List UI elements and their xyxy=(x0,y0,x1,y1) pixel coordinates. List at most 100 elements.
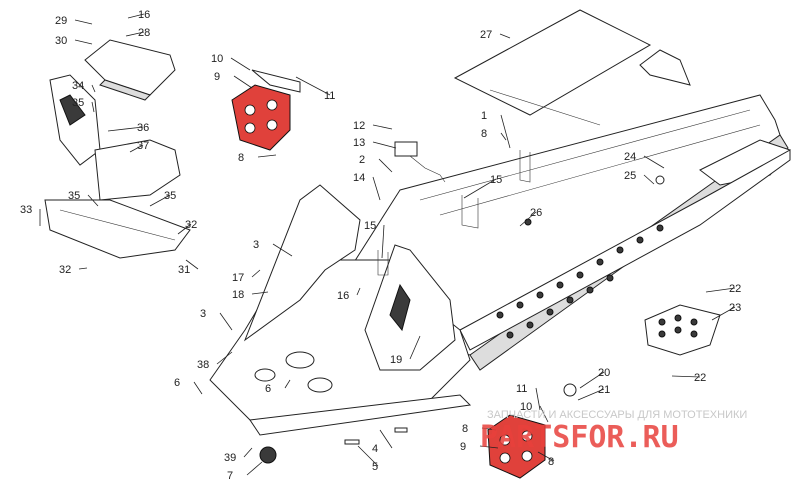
callout-c26: 26 xyxy=(519,207,542,227)
callout-leader xyxy=(251,269,261,278)
callout-c10b: 10 xyxy=(520,401,549,423)
callout-number: 32 xyxy=(185,219,197,231)
callout-c10a: 10 xyxy=(211,53,251,71)
callout-leader xyxy=(372,124,393,130)
callout-number: 33 xyxy=(20,204,32,216)
running-board xyxy=(459,149,791,351)
callout-number: 10 xyxy=(520,401,532,413)
electrical-module-13 xyxy=(394,141,446,183)
callout-c24: 24 xyxy=(624,151,665,169)
callout-number: 22 xyxy=(729,283,741,295)
callout-leader xyxy=(577,388,605,401)
callout-leader xyxy=(185,259,199,270)
callout-number: 8 xyxy=(548,456,554,468)
callout-leader xyxy=(125,31,145,37)
heat-shield-lower-9 xyxy=(487,414,546,479)
callout-number: 6 xyxy=(174,377,180,389)
callout-number: 28 xyxy=(138,27,150,39)
callout-number: 34 xyxy=(72,80,84,92)
callout-leader xyxy=(107,126,144,132)
callout-c20: 20 xyxy=(579,367,610,389)
u-bolt-15 xyxy=(377,150,531,276)
callout-leader xyxy=(357,445,379,467)
bulkhead-plate-31 xyxy=(44,199,191,259)
callout-number: 35 xyxy=(72,97,84,109)
callout-number: 37 xyxy=(137,140,149,152)
callout-number: 14 xyxy=(353,172,365,184)
callout-c12: 12 xyxy=(353,120,393,132)
callout-leader xyxy=(284,379,291,389)
callout-c28: 28 xyxy=(125,27,150,39)
callout-leader xyxy=(372,141,397,149)
callout-leader xyxy=(243,447,253,458)
callout-number: 23 xyxy=(729,302,741,314)
callout-c22a: 22 xyxy=(705,283,741,295)
callout-leader xyxy=(233,75,253,89)
callout-number: 6 xyxy=(265,383,271,395)
callout-c4: 4 xyxy=(372,429,393,455)
callout-leader xyxy=(479,445,499,449)
callout-leader xyxy=(463,178,497,199)
callout-c11b: 11 xyxy=(516,383,541,411)
callout-c9a: 9 xyxy=(214,71,253,89)
callout-c6a: 6 xyxy=(174,377,203,395)
callout-number: 26 xyxy=(530,207,542,219)
callout-leader xyxy=(356,287,361,296)
callout-number: 27 xyxy=(480,29,492,41)
callout-c5: 5 xyxy=(357,445,379,473)
callout-leader xyxy=(539,405,549,423)
callout-number: 2 xyxy=(359,154,365,166)
callout-leader xyxy=(579,371,605,389)
callout-number: 32 xyxy=(59,264,71,276)
callout-leader xyxy=(257,154,277,158)
callout-number: 9 xyxy=(460,441,466,453)
callout-c29: 29 xyxy=(55,15,93,27)
rear-step-plate-23 xyxy=(644,304,721,356)
callout-c14: 14 xyxy=(353,172,381,201)
callout-leader xyxy=(74,19,93,25)
callout-leader xyxy=(219,312,233,331)
callout-leader xyxy=(481,427,497,431)
callout-c23: 23 xyxy=(711,302,741,321)
callout-leader xyxy=(499,33,511,39)
callout-c22b: 22 xyxy=(671,372,706,384)
callout-c33: 33 xyxy=(20,204,41,226)
callout-c27: 27 xyxy=(480,29,511,41)
callout-c6b: 6 xyxy=(265,379,291,395)
callout-c8b: 8 xyxy=(481,128,507,141)
callout-c35a: 35 xyxy=(72,97,95,113)
callout-number: 7 xyxy=(227,470,233,482)
callout-number: 35 xyxy=(68,190,80,202)
callout-leader xyxy=(87,194,99,207)
callout-number: 10 xyxy=(211,53,223,65)
callout-leader xyxy=(409,335,421,360)
callout-leader xyxy=(372,176,381,201)
mounting-plate-34 xyxy=(49,74,101,166)
callout-c31: 31 xyxy=(178,259,199,276)
callout-c13: 13 xyxy=(353,137,397,149)
callout-leader xyxy=(251,291,269,295)
callout-number: 22 xyxy=(694,372,706,384)
callout-c8a: 8 xyxy=(238,152,277,164)
callout-leader xyxy=(381,224,385,259)
callout-leader xyxy=(91,101,95,113)
callout-leader xyxy=(91,84,96,93)
callout-number: 12 xyxy=(353,120,365,132)
callout-number: 8 xyxy=(481,128,487,140)
callout-number: 8 xyxy=(462,423,468,435)
callout-number: 13 xyxy=(353,137,365,149)
callout-number: 35 xyxy=(164,190,176,202)
callout-number: 38 xyxy=(197,359,209,371)
callout-number: 15 xyxy=(364,220,376,232)
callout-c30: 30 xyxy=(55,35,93,47)
callout-c34: 34 xyxy=(72,80,96,93)
callout-c3a: 3 xyxy=(253,239,293,257)
callout-leader xyxy=(535,387,541,411)
callout-number: 11 xyxy=(516,383,527,395)
callout-number: 21 xyxy=(598,384,610,396)
callout-leader xyxy=(643,174,655,185)
callout-leader xyxy=(378,158,393,173)
callout-number: 19 xyxy=(390,354,402,366)
